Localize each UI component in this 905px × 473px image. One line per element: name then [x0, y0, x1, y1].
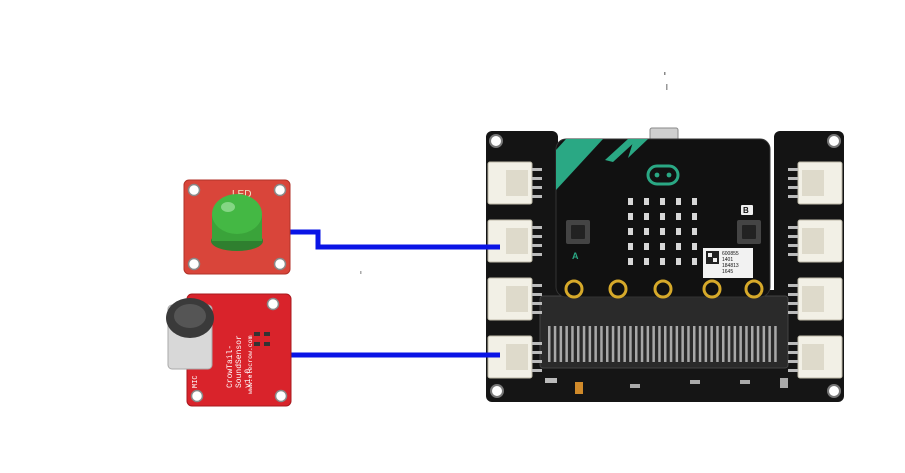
mount-hole	[274, 389, 288, 403]
grove-connector	[788, 277, 843, 321]
mount-hole	[827, 134, 841, 148]
button-b-label: B	[743, 206, 749, 215]
sticker-line: 600855	[722, 251, 739, 257]
mount-hole	[273, 257, 287, 271]
matrix-led	[676, 258, 681, 265]
matrix-led	[660, 243, 665, 250]
silk-title: CrowTail-	[226, 345, 235, 388]
gpio-pad	[653, 279, 673, 299]
mount-hole	[827, 384, 841, 398]
matrix-led	[644, 243, 649, 250]
silk-site: www.elecrow.com	[247, 335, 254, 394]
mic-label: MIC	[192, 375, 200, 388]
mount-hole	[187, 257, 201, 271]
matrix-led	[676, 213, 681, 220]
matrix-led	[628, 243, 633, 250]
matrix-led	[676, 198, 681, 205]
grove-connector	[788, 161, 843, 205]
grove-connector	[487, 161, 542, 205]
led-matrix	[628, 198, 697, 265]
microbit-accent	[628, 139, 648, 158]
mount-hole	[490, 384, 504, 398]
grove-connector	[788, 335, 843, 379]
sound-sensor-module: CrowTail- SoundSensor v1.0 www.elecrow.c…	[166, 293, 292, 407]
button-a-label: A	[572, 251, 579, 261]
matrix-led	[692, 213, 697, 220]
matrix-led	[692, 198, 697, 205]
stray-marks	[360, 72, 668, 274]
silk-title: SoundSensor	[235, 335, 244, 388]
microbit-accent	[556, 139, 603, 190]
led-wire	[287, 229, 500, 250]
sticker-line: 1645	[722, 269, 733, 275]
matrix-led	[644, 258, 649, 265]
microbit-logo	[646, 164, 680, 186]
mount-hole	[190, 389, 204, 403]
matrix-led	[644, 228, 649, 235]
mount-hole	[489, 134, 503, 148]
matrix-led	[660, 213, 665, 220]
led-indicator	[575, 382, 583, 394]
smd-component	[740, 380, 750, 384]
matrix-led	[660, 228, 665, 235]
matrix-led	[628, 258, 633, 265]
mount-hole	[187, 183, 201, 197]
matrix-led	[692, 228, 697, 235]
gpio-pad	[744, 279, 764, 299]
matrix-led	[660, 198, 665, 205]
silk-version: v1.0	[244, 369, 253, 388]
grove-connector	[487, 277, 542, 321]
button-b[interactable]	[737, 220, 761, 244]
grove-connector	[487, 219, 542, 263]
matrix-led	[676, 228, 681, 235]
microbit-board: A B 600855 1401 184813 1645	[555, 127, 771, 299]
grove-connector	[788, 219, 843, 263]
mount-hole	[273, 183, 287, 197]
wires	[287, 229, 500, 358]
smd-component	[630, 384, 640, 388]
gpio-pads	[564, 279, 764, 299]
matrix-led	[644, 198, 649, 205]
right-connector-column	[788, 161, 843, 379]
qr-code-icon	[706, 251, 719, 264]
matrix-led	[692, 243, 697, 250]
smd-component	[545, 378, 557, 383]
matrix-led	[628, 228, 633, 235]
mount-hole	[266, 297, 280, 311]
matrix-led	[660, 258, 665, 265]
sticker-line: 1401	[722, 257, 733, 263]
matrix-led	[628, 213, 633, 220]
button-a[interactable]	[566, 220, 590, 244]
smd-component	[690, 380, 700, 384]
smd-component	[780, 378, 788, 388]
gpio-pad	[564, 279, 584, 299]
expansion-board	[486, 131, 844, 402]
matrix-led	[692, 258, 697, 265]
microbit-accent	[605, 139, 638, 162]
edge-connector-pins	[548, 326, 777, 362]
gpio-pad	[608, 279, 628, 299]
gpio-pad	[702, 279, 722, 299]
matrix-led	[676, 243, 681, 250]
led-module: LED	[183, 179, 291, 275]
led-dome	[212, 194, 262, 234]
matrix-led	[628, 198, 633, 205]
matrix-led	[644, 213, 649, 220]
sticker-line: 184813	[722, 263, 739, 269]
left-connector-column	[487, 161, 542, 379]
